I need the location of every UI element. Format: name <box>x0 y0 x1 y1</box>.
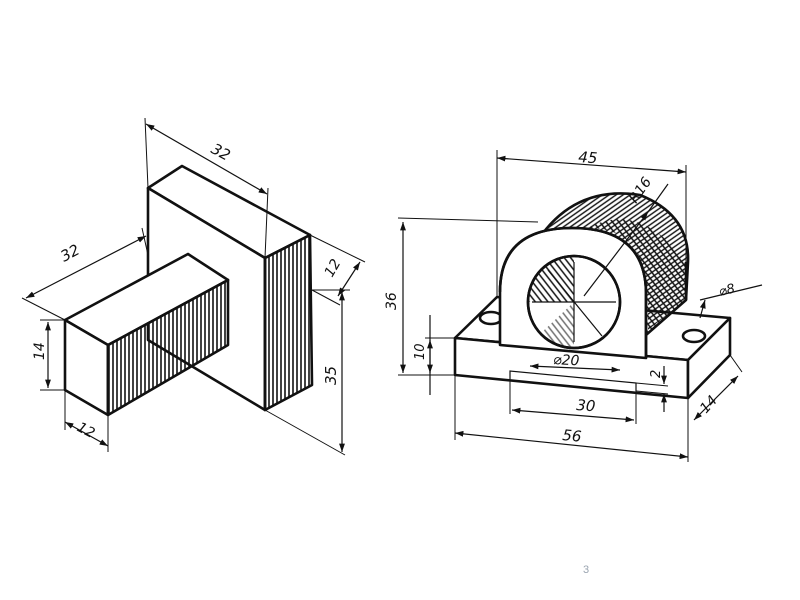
front-bar-right-face <box>108 280 228 415</box>
dim-label-right-height-35: 35 <box>322 366 340 385</box>
page-number: 3 <box>582 564 590 576</box>
dim-label-width-45: 45 <box>578 148 598 167</box>
dim-label-front-width-12: 12 <box>74 419 97 442</box>
dim-label-slot-depth-2: 2 <box>649 370 664 378</box>
right-part <box>453 192 732 400</box>
left-part <box>63 164 314 417</box>
dim-label-base-height-10: 10 <box>413 343 428 360</box>
dim-label-base-length-56: 56 <box>562 426 583 446</box>
right-part-dimensions <box>397 150 763 462</box>
dim-label-left-32: 32 <box>57 241 82 266</box>
back-block-right-face <box>265 235 312 410</box>
left-part-dimensions <box>21 117 366 456</box>
right-part-labels: 45 R16 ⌀8 36 10 ⌀20 2 30 56 14 <box>384 148 737 446</box>
dim-label-hole-diameter-8: ⌀8 <box>717 281 736 299</box>
dim-label-top-32: 32 <box>208 140 233 165</box>
dim-label-slot-width-30: 30 <box>576 396 596 415</box>
dim-label-height-36: 36 <box>384 292 400 310</box>
dim-label-thickness-12: 12 <box>322 256 345 280</box>
dim-label-bore-diameter-20: ⌀20 <box>553 352 580 369</box>
dim-label-front-height-14: 14 <box>32 342 48 360</box>
